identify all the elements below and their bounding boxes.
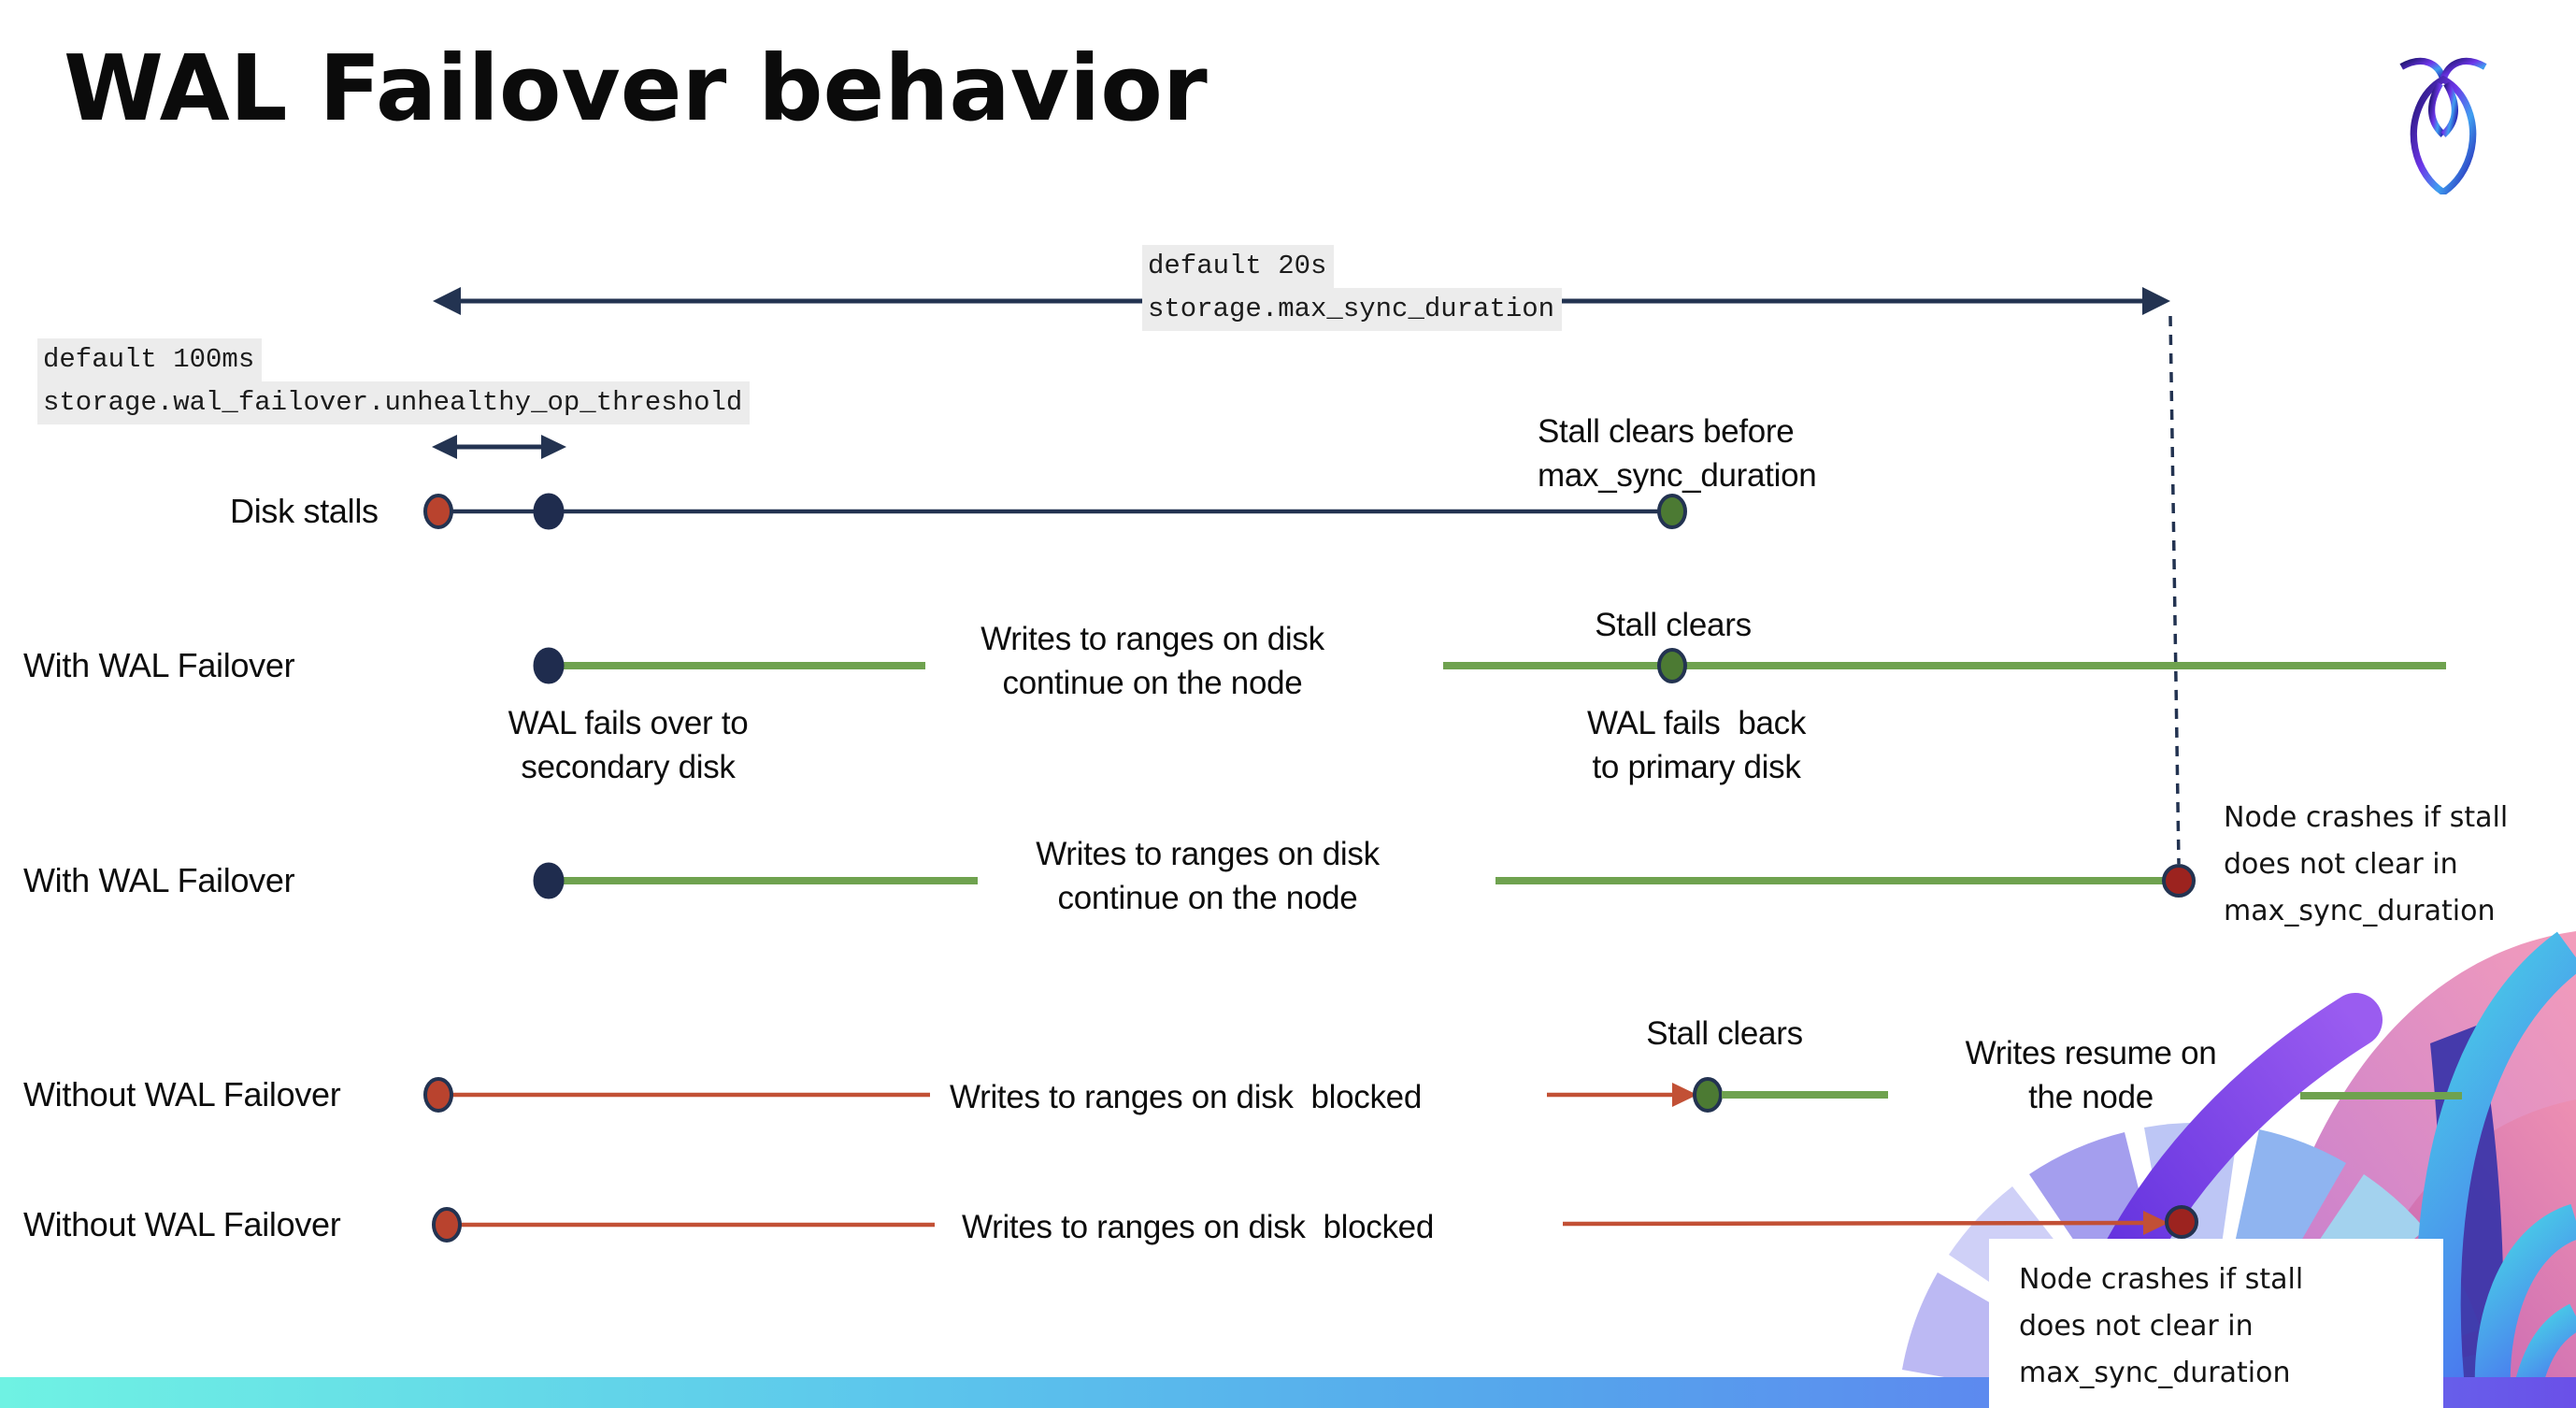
- row-nowal-crash-line: [432, 1205, 2198, 1243]
- note-wal-fails-over: WAL fails over to secondary disk: [508, 705, 749, 785]
- stall-clears-dot: [1657, 494, 1687, 529]
- row-label-with-wal-failover-1: With WAL Failover: [23, 646, 295, 684]
- failover-threshold-dot: [533, 493, 565, 530]
- disk-stall-start-dot: [432, 1207, 462, 1243]
- node-crash-dot: [2165, 1205, 2198, 1239]
- unhealthy-op-setting-name: storage.wal_failover.unhealthy_op_thresh…: [37, 381, 751, 424]
- row-nowal-clear-line: [423, 1077, 2462, 1113]
- stall-clears-dot: [1657, 648, 1687, 683]
- note-node-crashes-2: Node crashes if stall does not clear in …: [2019, 1263, 2304, 1389]
- wal-failover-dot: [533, 862, 565, 899]
- red-arrowhead: [1672, 1083, 1697, 1107]
- note-writes-blocked-1: Writes to ranges on disk blocked: [950, 1079, 1422, 1115]
- note-stall-clears-1: Stall clears: [1595, 607, 1752, 643]
- max-sync-dashed-line: [2168, 315, 2181, 865]
- unhealthy-op-annotation: default 100ms storage.wal_failover.unhea…: [37, 338, 751, 424]
- wal-failover-dot: [533, 647, 565, 684]
- note-stall-clears-before: Stall clears before max_sync_duration: [1538, 413, 1817, 494]
- note-writes-resume: Writes resume on the node: [1965, 1035, 2217, 1115]
- node-crash-dot: [2162, 864, 2196, 898]
- unhealthy-op-threshold-arrow: [432, 435, 566, 459]
- disk-stall-start-dot: [423, 1077, 453, 1113]
- row-disk-stalls-line: [423, 493, 1687, 530]
- page-title: WAL Failover behavior: [64, 36, 1208, 141]
- red-arrowhead: [2143, 1211, 2168, 1235]
- note-writes-continue-2: Writes to ranges on disk continue on the…: [1036, 836, 1380, 916]
- note-wal-fails-back: WAL fails back to primary disk: [1586, 705, 1807, 785]
- row-label-without-wal-failover-1: Without WAL Failover: [23, 1075, 341, 1113]
- note-node-crashes-1: Node crashes if stall does not clear in …: [2224, 801, 2509, 927]
- note-stall-clears-2: Stall clears: [1646, 1015, 1803, 1052]
- unhealthy-op-default-value: default 100ms: [37, 338, 263, 381]
- note-writes-blocked-2: Writes to ranges on disk blocked: [962, 1209, 1434, 1245]
- cockroachdb-logo-icon: [2399, 57, 2487, 194]
- max-sync-annotation: default 20s storage.max_sync_duration: [1142, 245, 1563, 331]
- stall-clears-dot: [1693, 1077, 1723, 1113]
- max-sync-setting-name: storage.max_sync_duration: [1142, 288, 1563, 331]
- row-label-with-wal-failover-2: With WAL Failover: [23, 861, 295, 899]
- row-wal-crash-line: [533, 862, 2196, 899]
- disk-stall-start-dot: [423, 494, 453, 529]
- row-wal-clear-line: [533, 647, 2446, 684]
- max-sync-default-value: default 20s: [1142, 245, 1335, 288]
- note-writes-continue-1: Writes to ranges on disk continue on the…: [980, 621, 1324, 701]
- crash-note-box: [1989, 1239, 2443, 1408]
- row-label-without-wal-failover-2: Without WAL Failover: [23, 1205, 341, 1243]
- row-label-disk-stalls: Disk stalls: [230, 492, 379, 530]
